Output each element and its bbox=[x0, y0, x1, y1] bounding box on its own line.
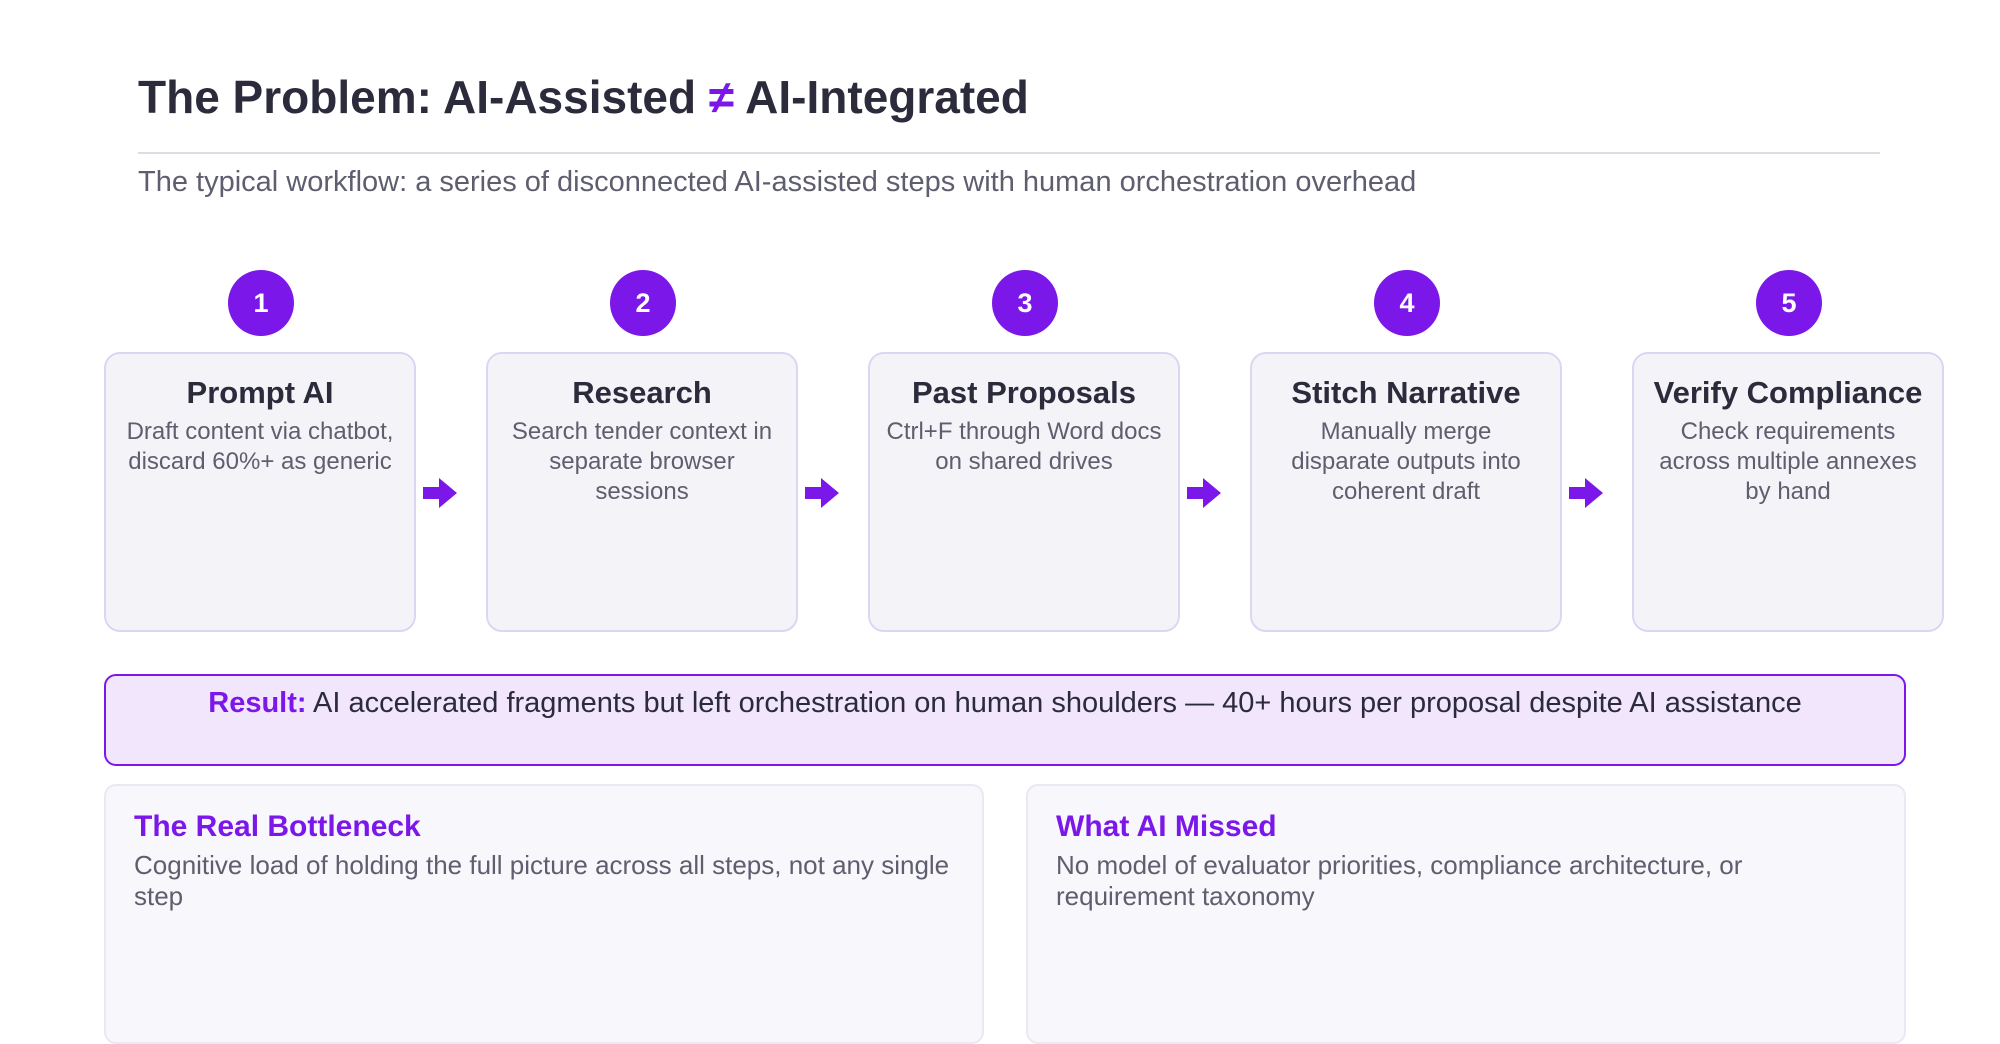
title-pre: The Problem: AI-Assisted bbox=[138, 71, 709, 123]
step-description: Check requirements across multiple annex… bbox=[1659, 418, 1917, 505]
step-title: Research bbox=[572, 375, 712, 410]
panel-title: The Real Bottleneck bbox=[134, 810, 421, 843]
result-text: AI accelerated fragments but left orches… bbox=[306, 687, 1802, 719]
result-label: Result: bbox=[208, 687, 307, 719]
bottleneck-panel: The Real Bottleneck Cognitive load of ho… bbox=[104, 784, 984, 1044]
step-number-badge: 4 bbox=[1374, 270, 1440, 336]
step-card: Verify Compliance Check requirements acr… bbox=[1632, 352, 1944, 632]
step-title: Prompt AI bbox=[186, 375, 334, 410]
page-title: The Problem: AI-Assisted ≠ AI-Integrated bbox=[138, 70, 1029, 124]
ai-missed-panel: What AI Missed No model of evaluator pri… bbox=[1026, 784, 1906, 1044]
arrow-right-icon bbox=[1569, 478, 1603, 508]
step-description: Ctrl+F through Word docs on shared drive… bbox=[886, 418, 1162, 475]
step-title: Verify Compliance bbox=[1653, 375, 1923, 410]
panel-text: No model of evaluator priorities, compli… bbox=[1056, 850, 1743, 911]
result-callout: Result: AI accelerated fragments but lef… bbox=[104, 674, 1906, 766]
step-description: Search tender context in separate browse… bbox=[511, 418, 773, 505]
panel-title: What AI Missed bbox=[1056, 810, 1277, 843]
step-number-badge: 2 bbox=[610, 270, 676, 336]
step-description: Draft content via chatbot, discard 60%+ … bbox=[126, 418, 394, 475]
arrow-right-icon bbox=[1187, 478, 1221, 508]
step-card: Past Proposals Ctrl+F through Word docs … bbox=[868, 352, 1180, 632]
not-equal-symbol: ≠ bbox=[708, 71, 735, 123]
step-number-badge: 5 bbox=[1756, 270, 1822, 336]
step-number-badge: 3 bbox=[992, 270, 1058, 336]
title-divider bbox=[138, 152, 1880, 154]
step-card: Research Search tender context in separa… bbox=[486, 352, 798, 632]
step-title: Past Proposals bbox=[912, 375, 1136, 410]
panel-text: Cognitive load of holding the full pictu… bbox=[134, 850, 950, 911]
arrow-right-icon bbox=[805, 478, 839, 508]
step-card: Stitch Narrative Manually merge disparat… bbox=[1250, 352, 1562, 632]
arrow-right-icon bbox=[423, 478, 457, 508]
page-subtitle: The typical workflow: a series of discon… bbox=[138, 166, 1417, 198]
step-description: Manually merge disparate outputs into co… bbox=[1291, 418, 1521, 505]
step-title: Stitch Narrative bbox=[1291, 375, 1521, 410]
step-card: Prompt AI Draft content via chatbot, dis… bbox=[104, 352, 416, 632]
step-number-badge: 1 bbox=[228, 270, 294, 336]
title-post: AI-Integrated bbox=[734, 71, 1029, 123]
